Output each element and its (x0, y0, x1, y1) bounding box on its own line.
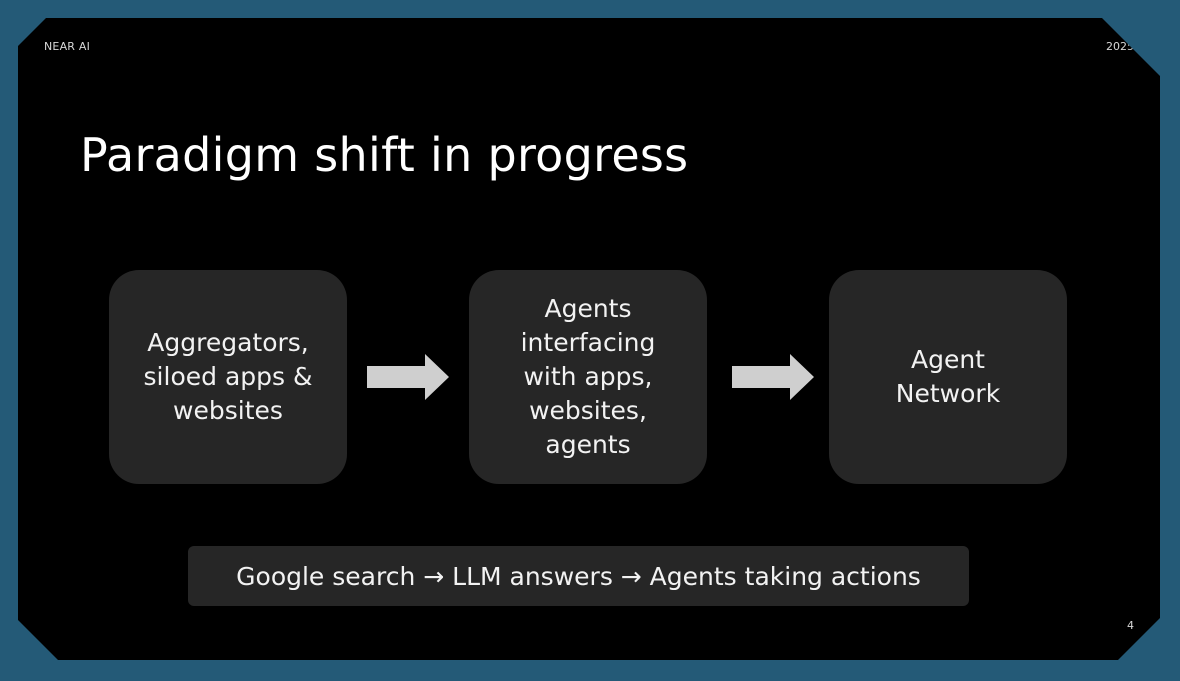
flow-step-agent-network: Agent Network (829, 270, 1067, 484)
flow-step-label: Agents interfacing with apps, websites, … (520, 294, 656, 459)
right-arrow-icon (367, 354, 449, 400)
brand-label: NEAR AI (44, 40, 91, 53)
slide-title: Paradigm shift in progress (80, 128, 689, 182)
slide: NEAR AI 2025 Paradigm shift in progress … (18, 18, 1160, 660)
right-arrow-icon (732, 354, 814, 400)
year-label: 2025 (1106, 40, 1134, 53)
page-number: 4 (1127, 619, 1134, 632)
flow-step-agents-interfacing: Agents interfacing with apps, websites, … (469, 270, 707, 484)
flow-step-aggregators: Aggregators, siloed apps & websites (109, 270, 347, 484)
progression-caption: Google search → LLM answers → Agents tak… (188, 546, 969, 606)
progression-caption-text: Google search → LLM answers → Agents tak… (236, 561, 921, 591)
flow-step-label: Agent Network (895, 345, 1001, 408)
flow-step-label: Aggregators, siloed apps & websites (143, 328, 313, 425)
